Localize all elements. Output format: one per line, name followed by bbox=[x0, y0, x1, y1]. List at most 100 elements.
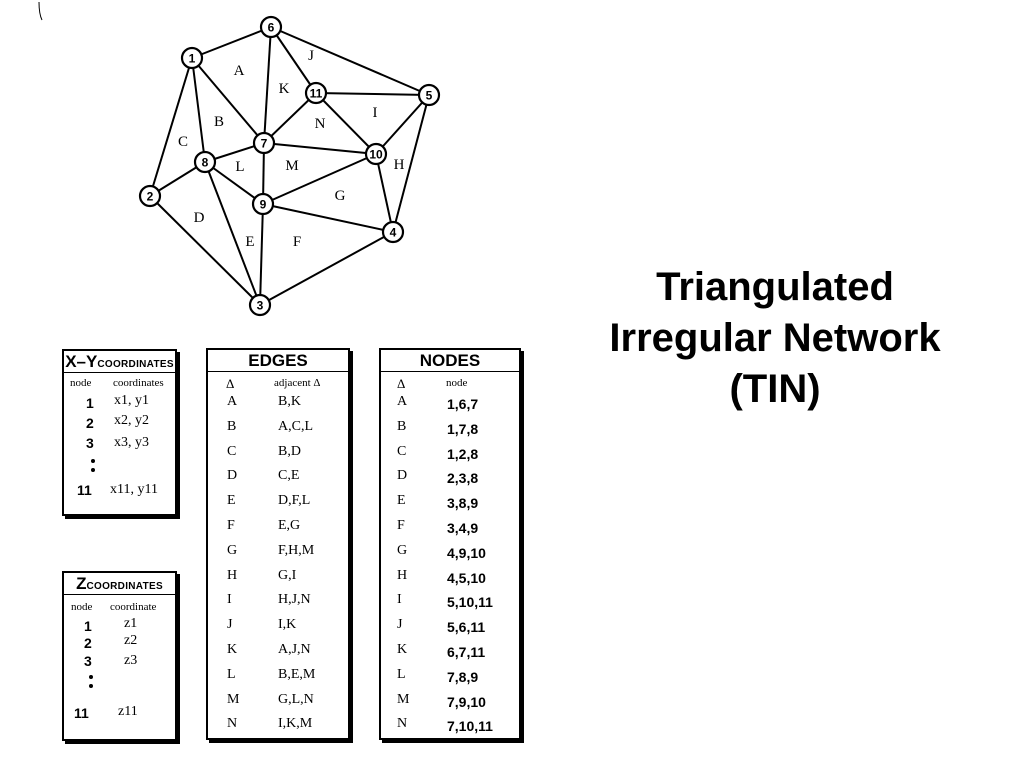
z-heading-big: Z bbox=[76, 574, 87, 593]
edges-row-adjacent: D,F,L bbox=[278, 493, 311, 509]
edges-row-adjacent: A,J,N bbox=[278, 642, 311, 657]
edges-row-adjacent: G,I bbox=[278, 567, 297, 583]
edge-10-4 bbox=[375, 153, 394, 233]
nodes-row-node-list: 3,4,9 bbox=[447, 520, 479, 536]
triangle-label-N: N bbox=[315, 116, 326, 132]
edge-8-3 bbox=[204, 161, 261, 306]
nodes-row-node-list: 4,5,10 bbox=[447, 569, 486, 586]
edges-row-adjacent: C,E bbox=[278, 468, 300, 484]
edges-row-triangle: F bbox=[227, 518, 235, 533]
nodes-row-triangle: K bbox=[397, 642, 408, 657]
nodes-col-triangle: Δ bbox=[397, 376, 406, 391]
z-value-11: z11 bbox=[118, 704, 138, 719]
node-circle bbox=[381, 220, 405, 244]
xy-value-3: x3, y3 bbox=[114, 435, 149, 450]
edge-1-7 bbox=[191, 57, 265, 144]
node-10: 10 bbox=[364, 142, 388, 166]
z-node-2: 2 bbox=[84, 635, 92, 651]
nodes-row-node-list: 7,9,10 bbox=[447, 693, 486, 710]
edge-4-3 bbox=[259, 231, 394, 306]
edges-row-adjacent: B,D bbox=[278, 443, 301, 459]
nodes-row-triangle: D bbox=[397, 468, 408, 484]
title-line-2: Irregular Network bbox=[609, 316, 941, 360]
pen-mark bbox=[38, 1, 43, 21]
z-col-coordinate: coordinate bbox=[110, 601, 157, 613]
nodes-row-triangle: F bbox=[397, 518, 405, 533]
node-2: 2 bbox=[138, 184, 162, 208]
edge-11-5 bbox=[315, 92, 430, 96]
node-label: 4 bbox=[390, 226, 397, 240]
edges-row-triangle: A bbox=[227, 394, 238, 409]
z-value-1: z1 bbox=[124, 616, 138, 631]
nodes-row-triangle: J bbox=[397, 617, 403, 633]
triangle-label-G: G bbox=[335, 188, 346, 204]
xy-value-11: x11, y11 bbox=[110, 482, 158, 497]
edge-11-10 bbox=[315, 92, 377, 155]
edges-row-adjacent: B,K bbox=[278, 394, 301, 409]
edges-row-triangle: B bbox=[227, 418, 237, 434]
edges-row-triangle: C bbox=[227, 443, 237, 459]
node-label: 1 bbox=[189, 52, 196, 66]
z-coordinates-table: ZCOORDINATES node coordinate 1 z1 2 z2 3… bbox=[62, 571, 177, 741]
node-circle bbox=[138, 184, 162, 208]
node-label: 9 bbox=[260, 198, 267, 212]
triangle-label-J: J bbox=[308, 48, 314, 64]
xy-heading-small: COORDINATES bbox=[97, 359, 174, 370]
nodes-row-triangle: N bbox=[397, 716, 408, 732]
node-circle bbox=[251, 192, 275, 216]
xy-value-2: x2, y2 bbox=[114, 413, 149, 428]
triangle-label-K: K bbox=[279, 81, 290, 97]
edges-row-triangle: D bbox=[227, 468, 238, 484]
node-5: 5 bbox=[417, 83, 441, 107]
node-circle bbox=[180, 46, 204, 70]
nodes-row-node-list: 1,7,8 bbox=[447, 420, 479, 437]
xy-value-1: x1, y1 bbox=[114, 393, 149, 408]
xy-col-node: node bbox=[70, 377, 92, 389]
z-table-heading: ZCOORDINATES bbox=[64, 573, 175, 595]
nodes-row-node-list: 1,2,8 bbox=[447, 445, 479, 462]
triangle-label-L: L bbox=[235, 159, 244, 175]
edge-6-11 bbox=[270, 26, 317, 94]
edges-col-adjacent: adjacent Δ bbox=[274, 377, 321, 389]
node-label: 3 bbox=[257, 299, 264, 313]
edge-10-5 bbox=[375, 94, 430, 155]
node-9: 9 bbox=[251, 192, 275, 216]
z-value-2: z2 bbox=[124, 633, 138, 648]
xy-node-2: 2 bbox=[86, 415, 94, 431]
edge-1-6 bbox=[191, 26, 272, 59]
edges-row-adjacent: G,L,N bbox=[278, 691, 314, 707]
xy-heading-big: X–Y bbox=[65, 352, 98, 371]
edges-row-triangle: L bbox=[227, 666, 236, 682]
nodes-row-node-list: 5,10,11 bbox=[447, 594, 493, 611]
xy-node-1: 1 bbox=[86, 395, 94, 411]
nodes-row-triangle: C bbox=[397, 443, 407, 459]
edges-row-triangle: H bbox=[227, 567, 238, 583]
edges-row-adjacent: E,G bbox=[278, 518, 301, 533]
triangle-label-A: A bbox=[234, 63, 245, 79]
edges-row-triangle: J bbox=[227, 617, 233, 633]
node-circle bbox=[417, 83, 441, 107]
edge-6-5 bbox=[270, 26, 430, 96]
edges-row-adjacent: A,C,L bbox=[278, 418, 313, 434]
node-label: 11 bbox=[310, 87, 323, 101]
node-4: 4 bbox=[381, 220, 405, 244]
title-line-3: (TIN) bbox=[729, 367, 821, 411]
node-circle bbox=[259, 15, 283, 39]
nodes-row-node-list: 7,10,11 bbox=[447, 718, 493, 735]
nodes-row-triangle: A bbox=[397, 394, 408, 409]
edge-3-2 bbox=[149, 195, 261, 306]
node-3: 3 bbox=[248, 293, 272, 317]
nodes-row-triangle: I bbox=[397, 592, 402, 608]
title-line-1: Triangulated bbox=[656, 265, 894, 309]
edge-1-8 bbox=[191, 57, 206, 163]
triangle-label-B: B bbox=[214, 114, 224, 130]
node-circle bbox=[252, 131, 276, 155]
xy-coordinates-table: X–YCOORDINATES node coordinates 1 x1, y1… bbox=[62, 349, 177, 516]
edges-row-triangle: E bbox=[227, 493, 236, 509]
nodes-row-triangle: H bbox=[397, 567, 408, 583]
edge-9-10 bbox=[262, 153, 377, 205]
edges-row-triangle: M bbox=[227, 691, 240, 707]
triangle-label-H: H bbox=[394, 157, 405, 173]
